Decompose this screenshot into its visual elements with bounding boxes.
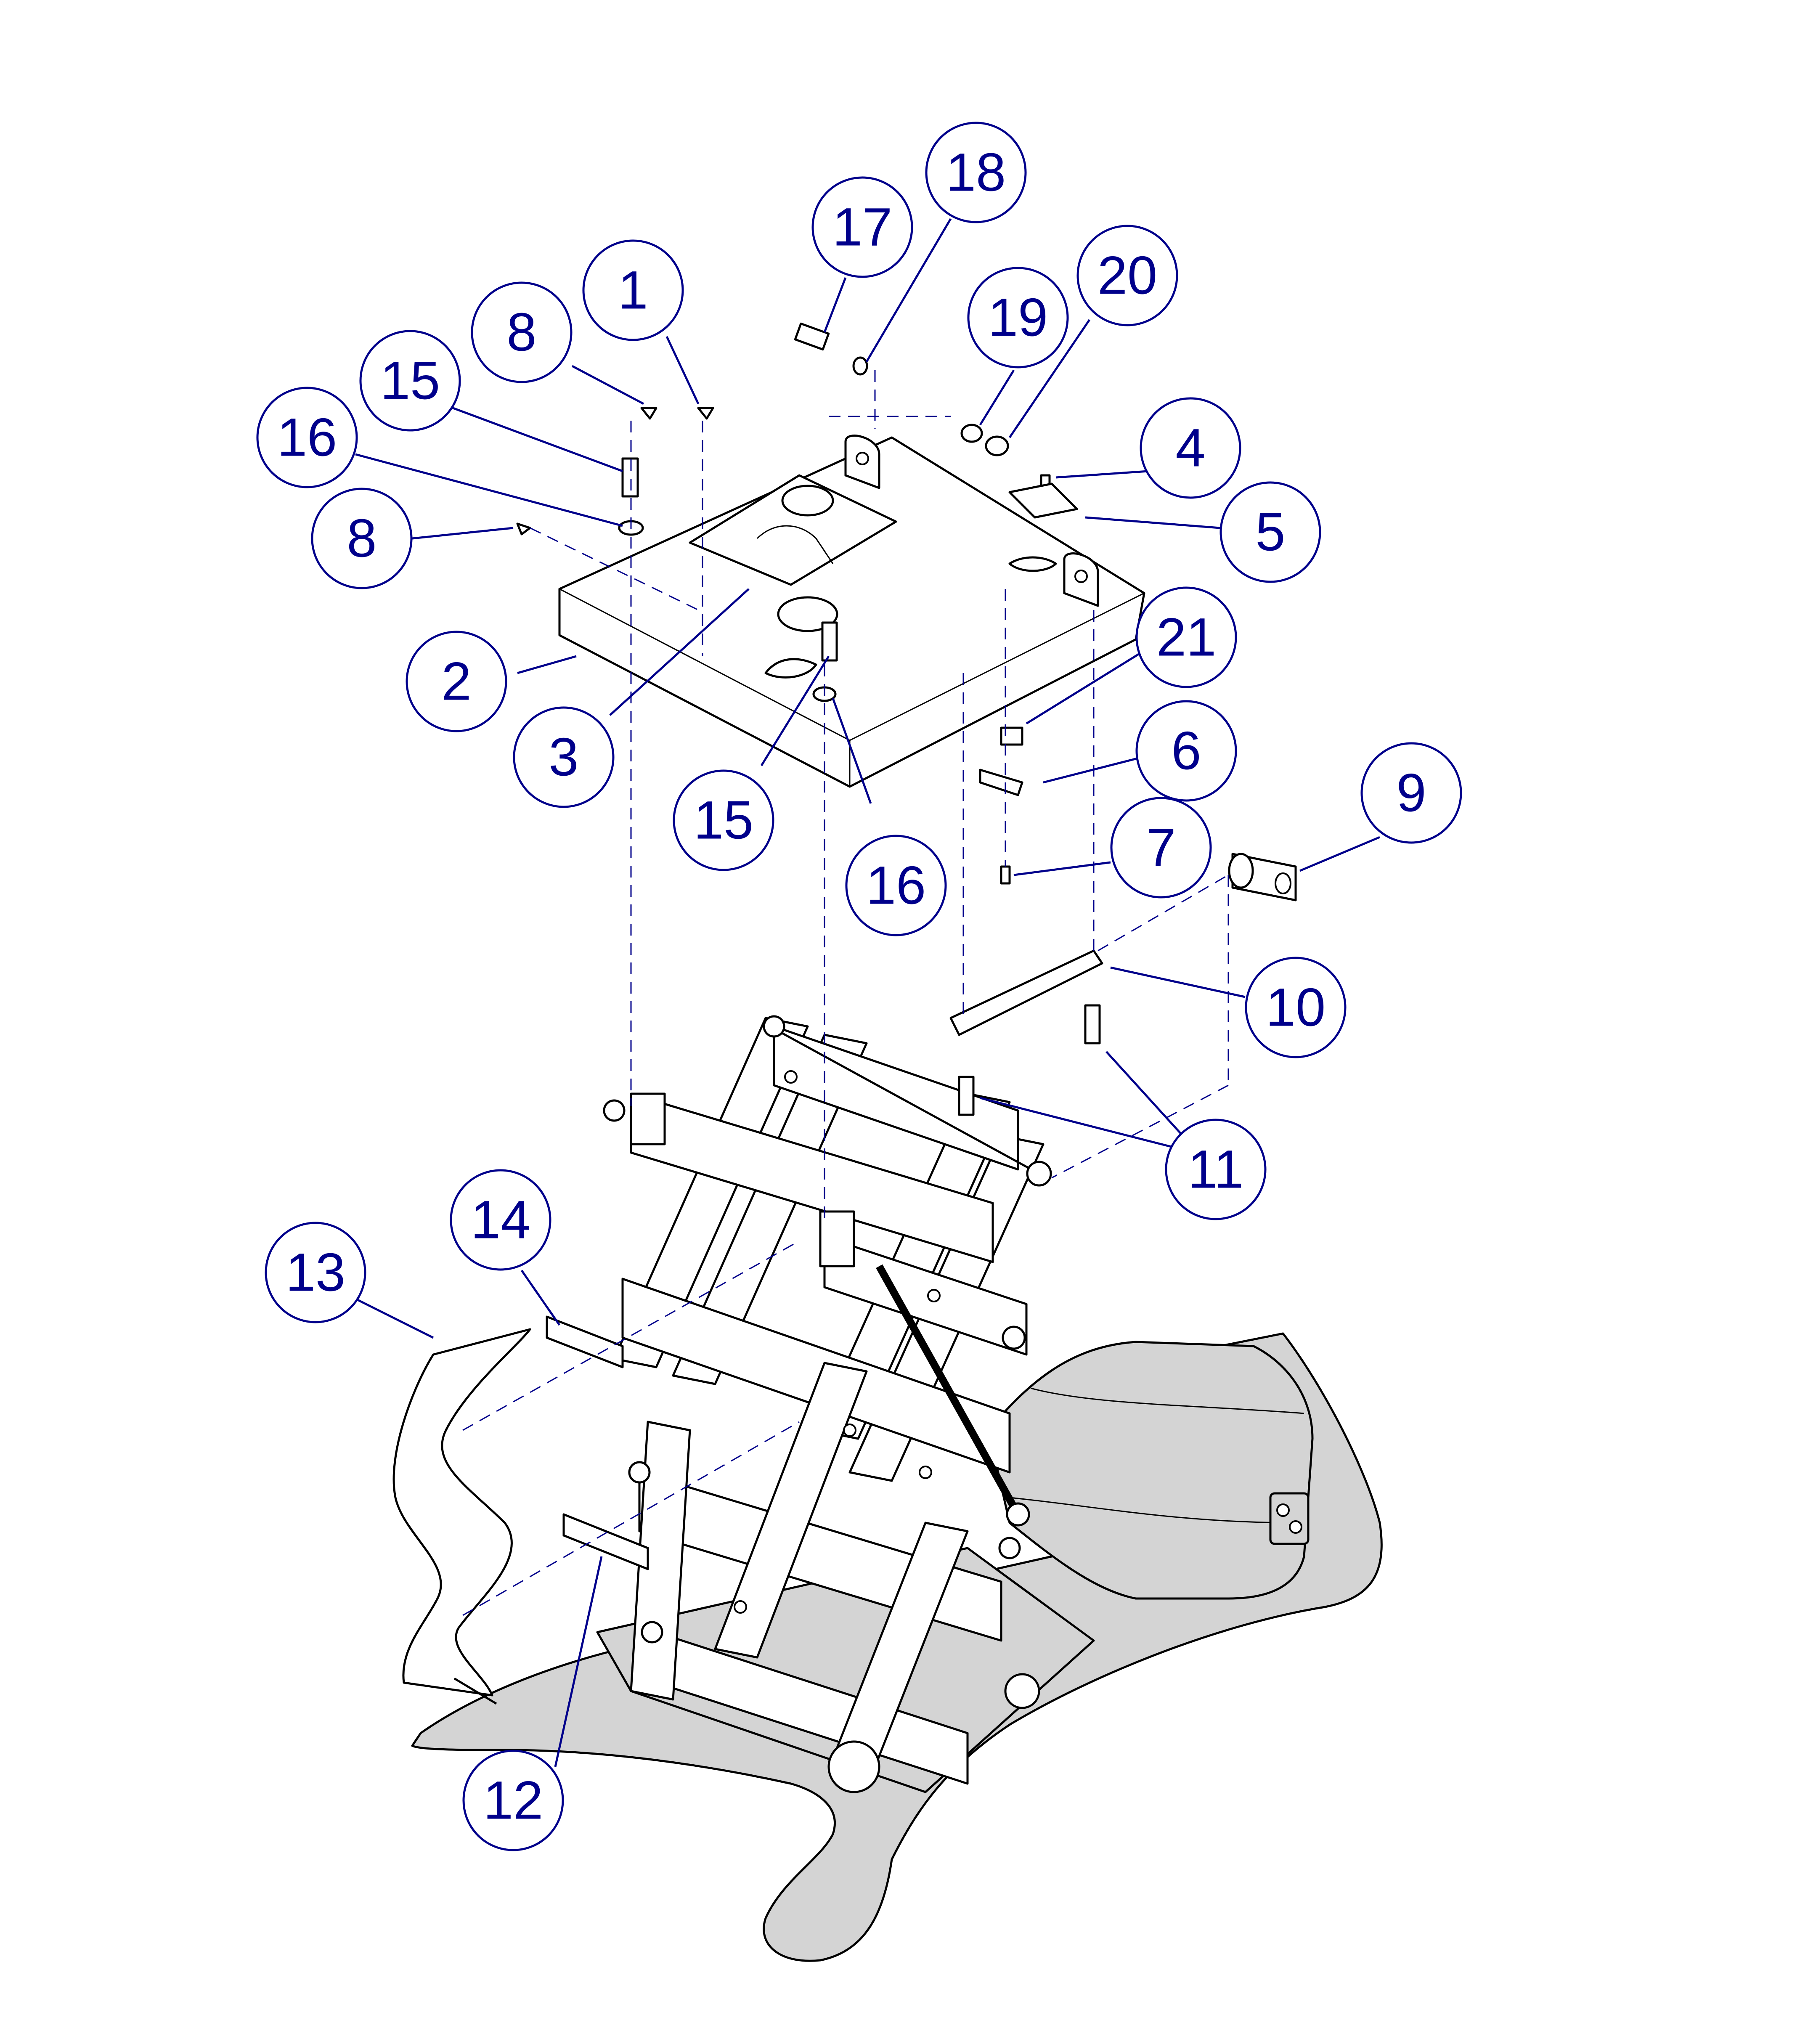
callout-4: 4 (1140, 397, 1241, 499)
callout-8-upper-label: 8 (506, 302, 536, 363)
callout-1-label: 1 (618, 260, 648, 321)
callout-15-lower-label: 15 (694, 790, 753, 851)
callout-10: 10 (1245, 957, 1347, 1058)
callout-3: 3 (513, 706, 615, 808)
callout-16-upper-label: 16 (277, 408, 337, 468)
alignment-lines (462, 370, 1229, 1616)
callout-13-label: 13 (286, 1243, 345, 1303)
callout-2-label: 2 (441, 652, 471, 712)
callout-4-label: 4 (1175, 418, 1205, 478)
callout-8-upper: 8 (471, 281, 573, 383)
callout-18-label: 18 (946, 143, 1006, 203)
callout-11: 11 (1165, 1119, 1267, 1220)
callout-16-lower: 16 (845, 835, 947, 936)
callout-14: 14 (450, 1169, 551, 1271)
callout-3-label: 3 (549, 727, 578, 787)
callout-8-lower: 8 (311, 488, 413, 589)
callout-19: 19 (967, 267, 1069, 369)
callout-20: 20 (1076, 225, 1178, 326)
callout-5-label: 5 (1255, 502, 1285, 562)
callout-9: 9 (1360, 742, 1462, 844)
callout-19-label: 19 (988, 288, 1048, 348)
callout-12: 12 (462, 1750, 564, 1851)
callout-12-label: 12 (483, 1771, 543, 1831)
callout-8-lower-label: 8 (347, 509, 376, 569)
callout-18: 18 (925, 122, 1027, 223)
callout-17: 17 (811, 176, 913, 278)
callout-15-upper: 15 (359, 330, 461, 432)
callout-16-upper: 16 (256, 387, 358, 488)
callout-17-label: 17 (832, 197, 892, 257)
callout-2: 2 (406, 631, 507, 732)
callout-9-label: 9 (1396, 763, 1426, 823)
callout-20-label: 20 (1098, 246, 1157, 306)
leader-lines (355, 218, 1380, 1767)
callout-15-lower: 15 (673, 769, 774, 871)
scissor-lift-frame (603, 1015, 1052, 1793)
callout-15-upper-label: 15 (380, 351, 440, 411)
callout-16-lower-label: 16 (866, 856, 926, 916)
callout-1: 1 (582, 239, 684, 341)
callout-11-label: 11 (1188, 1140, 1244, 1200)
callout-13: 13 (265, 1222, 366, 1323)
callout-21-label: 21 (1156, 607, 1216, 668)
callout-21: 21 (1135, 586, 1237, 688)
callout-7: 7 (1110, 797, 1212, 899)
callout-6: 6 (1135, 700, 1237, 802)
callout-7-label: 7 (1146, 818, 1176, 878)
callout-5: 5 (1219, 481, 1321, 583)
callout-6-label: 6 (1171, 721, 1201, 781)
top-plate-assembly (558, 435, 1145, 788)
callout-14-label: 14 (471, 1190, 530, 1250)
callout-10-label: 10 (1266, 978, 1326, 1038)
